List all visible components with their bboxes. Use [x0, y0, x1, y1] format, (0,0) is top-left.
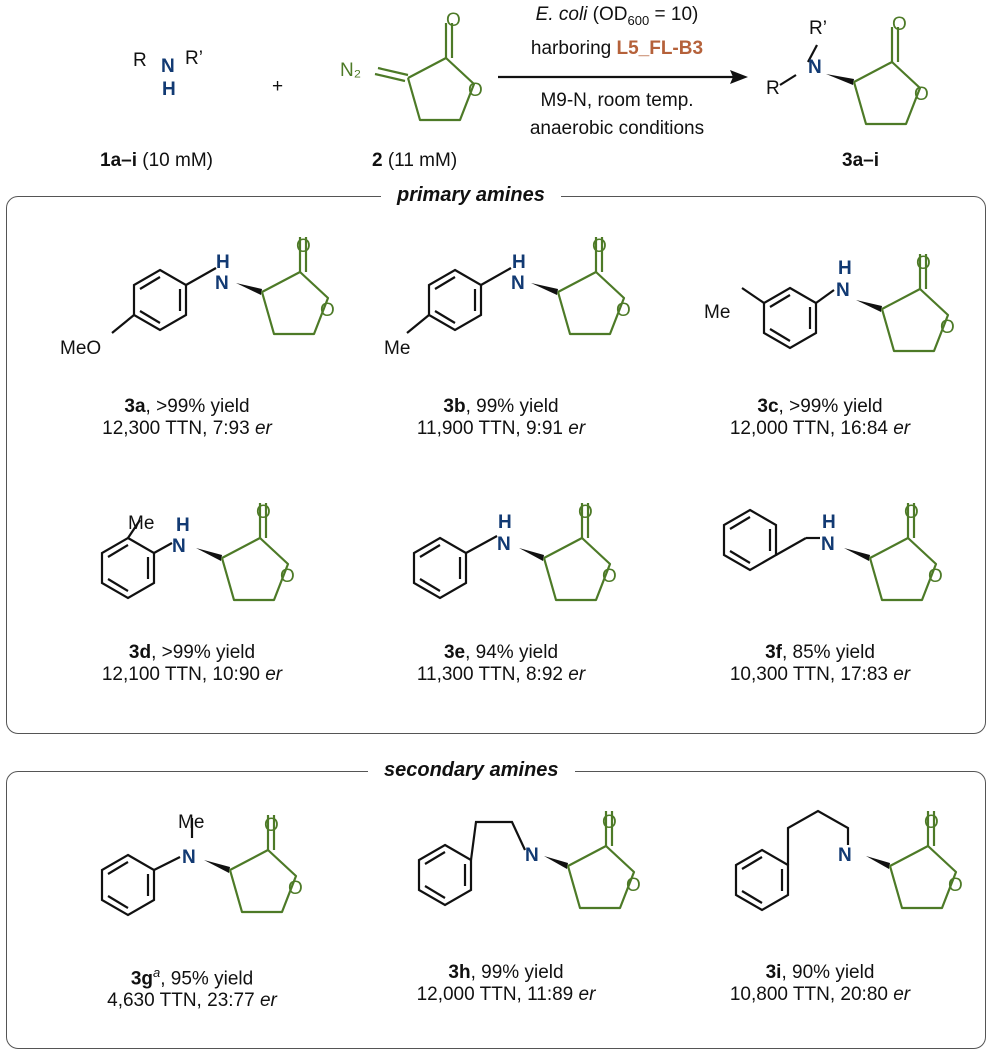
3e-nh-h: H [498, 512, 512, 533]
reagent-2-ring-o: O [468, 80, 483, 101]
structure-3i [734, 809, 958, 912]
conditions-medium: M9-N, room temp. [540, 90, 694, 111]
structure-3a [111, 235, 330, 336]
product-carbonyl-o: O [892, 14, 907, 35]
structure-3e [412, 501, 612, 602]
product-n-label: N [808, 57, 822, 78]
3h-carbonyl-o: O [602, 812, 617, 833]
3f-nh-n: N [821, 534, 835, 555]
reagent-2-caption: 2 (11 mM) [372, 150, 458, 171]
reagent-1-r-prime-label: R’ [185, 48, 203, 69]
3e-nh-n: N [497, 534, 511, 555]
3i-n: N [838, 845, 852, 866]
3c-ring-o: O [940, 317, 955, 338]
structure-3f [722, 501, 938, 602]
3e-ring-o: O [602, 566, 617, 587]
3a-substituent: MeO [60, 338, 102, 359]
result-3d: 3d, >99% yield 12,100 TTN, 10:90 er [101, 642, 283, 685]
3f-ring-o: O [928, 566, 943, 587]
3h-ring-o: O [626, 875, 641, 896]
3c-substituent: Me [704, 302, 731, 323]
conditions-organism: E. coli (OD600 = 10) [535, 4, 699, 28]
product-ring-o: O [914, 84, 929, 105]
structure-3h [417, 809, 636, 910]
conditions-atmosphere: anaerobic conditions [529, 118, 705, 139]
3i-carbonyl-o: O [924, 812, 939, 833]
reagent-1-h-label: H [162, 79, 176, 100]
3a-carbonyl-o: O [296, 236, 311, 257]
3g-n: N [182, 847, 196, 868]
3d-nh-n: N [172, 536, 186, 557]
result-3i: 3i, 90% yield 10,800 TTN, 20:80 er [729, 962, 911, 1005]
product-r-label: R [766, 78, 780, 99]
3d-substituent: Me [128, 513, 155, 534]
3b-carbonyl-o: O [592, 236, 607, 257]
3c-carbonyl-o: O [916, 253, 931, 274]
3b-ring-o: O [616, 300, 631, 321]
3d-nh-h: H [176, 515, 190, 536]
reagent-2-n2-label: N₂ [340, 60, 362, 81]
reagent-1-caption: 1a–i (10 mM) [100, 150, 213, 171]
structure-3g [100, 813, 298, 917]
3f-carbonyl-o: O [904, 502, 919, 523]
3b-substituent: Me [384, 338, 411, 359]
3g-methyl: Me [178, 812, 205, 833]
secondary-amines-title: secondary amines [368, 759, 575, 782]
structure-3c [741, 252, 950, 353]
3c-nh-n: N [836, 280, 850, 301]
result-3h: 3h, 99% yield 12,000 TTN, 11:89 er [416, 962, 596, 1005]
3a-nh-h: H [216, 252, 230, 273]
3b-nh-n: N [511, 273, 525, 294]
result-3b: 3b, 99% yield 11,900 TTN, 9:91 er [416, 396, 586, 439]
reaction-arrow [498, 70, 748, 84]
structure-3b [406, 235, 626, 336]
3g-ring-o: O [288, 878, 303, 899]
3c-nh-h: H [838, 258, 852, 279]
result-3f: 3f, 85% yield 10,300 TTN, 17:83 er [729, 642, 911, 685]
result-3a: 3a, >99% yield 12,300 TTN, 7:93 er [102, 396, 272, 439]
3i-ring-o: O [948, 875, 963, 896]
reagent-1-n-label: N [161, 56, 175, 77]
3a-ring-o: O [320, 300, 335, 321]
plus-sign: + [272, 76, 284, 97]
conditions-catalyst: harboring L5_FL-B3 [530, 38, 704, 59]
3f-nh-h: H [822, 512, 836, 533]
diazo-lactone-structure [374, 21, 476, 122]
3h-n: N [525, 845, 539, 866]
3d-ring-o: O [280, 566, 295, 587]
3b-nh-h: H [512, 252, 526, 273]
3a-nh-n: N [215, 273, 229, 294]
product-r-prime-label: R’ [809, 18, 827, 39]
result-3g: 3ga, 95% yield 4,630 TTN, 23:77 er [107, 965, 277, 1012]
reagent-1-r-label: R [133, 50, 147, 71]
3d-carbonyl-o: O [256, 502, 271, 523]
reagent-2-carbonyl-o: O [446, 10, 461, 31]
primary-amines-title: primary amines [381, 184, 561, 207]
3g-carbonyl-o: O [264, 815, 279, 836]
product-structure [779, 25, 922, 126]
result-3c: 3c, >99% yield 12,000 TTN, 16:84 er [729, 396, 911, 439]
product-caption: 3a–i [842, 150, 879, 171]
3e-carbonyl-o: O [578, 502, 593, 523]
result-3e: 3e, 94% yield 11,300 TTN, 8:92 er [416, 642, 586, 685]
structure-3d [100, 501, 290, 602]
